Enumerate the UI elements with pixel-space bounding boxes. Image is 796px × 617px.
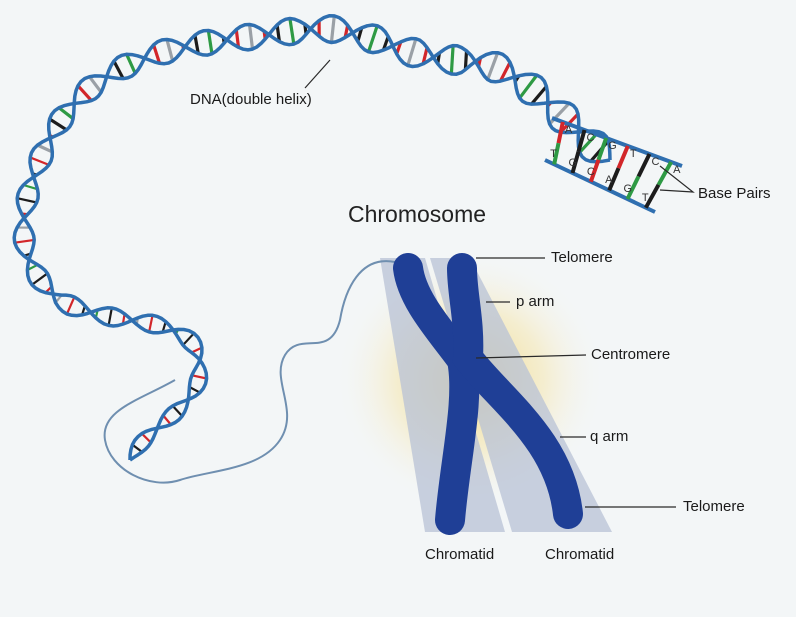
base-pair-rung bbox=[131, 443, 143, 453]
base-letter: A bbox=[673, 164, 681, 176]
dna-backbone-strand-2 bbox=[12, 14, 611, 461]
base-pair-rung bbox=[165, 39, 175, 62]
base-pair-rung bbox=[656, 161, 673, 186]
base-letter: C bbox=[586, 165, 595, 178]
ladder-rail-bottom bbox=[544, 158, 656, 214]
base-pair-rung bbox=[596, 137, 609, 161]
base-pair-rung bbox=[625, 175, 641, 200]
q-arm-label: q arm bbox=[590, 428, 629, 445]
base-pair-rung bbox=[588, 159, 601, 183]
base-pair-rung bbox=[449, 45, 455, 75]
dna-thin-strand bbox=[103, 260, 396, 484]
base-pair-rung bbox=[329, 15, 336, 43]
base-pair-rung bbox=[636, 153, 652, 178]
base-pair-rung bbox=[644, 183, 661, 209]
chromatid-right-label: Chromatid bbox=[545, 546, 615, 563]
p-arm-label: p arm bbox=[516, 293, 555, 310]
base-pair-rung bbox=[29, 156, 50, 166]
base-pair-rung bbox=[234, 29, 241, 48]
base-pair-rung bbox=[498, 61, 512, 82]
base-pair-rung bbox=[57, 106, 75, 120]
base-pair-rung bbox=[288, 18, 296, 45]
base-pair-rung bbox=[570, 150, 581, 174]
base-pair-rung bbox=[421, 47, 429, 65]
base-pair-rung bbox=[206, 30, 214, 55]
base-pair-rung bbox=[191, 374, 207, 380]
base-letter: C bbox=[586, 132, 595, 144]
base-pair-rung bbox=[152, 44, 162, 64]
base-letter: T bbox=[629, 148, 637, 160]
chromatid-right-arm bbox=[447, 253, 583, 529]
base-pair-rung bbox=[65, 296, 76, 315]
leader-lines bbox=[304, 59, 695, 508]
base-pair-rung bbox=[48, 117, 68, 132]
telomere-top-label: Telomere bbox=[551, 249, 613, 266]
base-letter: A bbox=[605, 174, 613, 187]
base-letter: G bbox=[608, 140, 617, 152]
centromere-leader bbox=[475, 354, 587, 359]
base-letter: T bbox=[550, 148, 557, 161]
chromatid-left-label: Chromatid bbox=[425, 546, 495, 563]
dna-leader bbox=[304, 59, 331, 89]
base-letter: T bbox=[641, 191, 649, 204]
base-letter: G bbox=[568, 157, 578, 169]
base-pair-rung bbox=[23, 183, 38, 191]
base-pair-rung bbox=[486, 52, 500, 81]
base-pair-rung bbox=[125, 53, 137, 75]
telomere-bottom-label: Telomere bbox=[683, 498, 745, 515]
base-pair-rung bbox=[275, 24, 282, 42]
base-pair-rung bbox=[31, 272, 49, 286]
base-letter: C bbox=[651, 156, 660, 168]
base-pair-rung bbox=[556, 121, 565, 144]
base-pairs-leader bbox=[659, 165, 695, 193]
base-pair-rung bbox=[366, 25, 379, 53]
base-pair-rung bbox=[107, 307, 113, 326]
chromosome-title: Chromosome bbox=[348, 201, 487, 227]
base-pair-rung bbox=[148, 315, 154, 333]
base-pair-rung bbox=[112, 60, 125, 80]
dna-label: DNA(double helix) bbox=[190, 91, 312, 108]
base-pair-rung bbox=[36, 143, 53, 154]
base-pair-rung bbox=[247, 24, 255, 50]
base-pair-rung bbox=[518, 74, 539, 100]
base-pair-rung bbox=[616, 145, 630, 169]
centromere-label: Centromere bbox=[591, 346, 671, 363]
base-pair-rung bbox=[530, 85, 548, 106]
base-pair-rung bbox=[463, 50, 469, 70]
ladder-rail-top bbox=[551, 116, 683, 168]
base-pair-rung bbox=[576, 129, 587, 153]
base-pair-ladder bbox=[544, 116, 683, 214]
base-pair-rung bbox=[182, 332, 195, 346]
base-pair-rung bbox=[88, 75, 103, 94]
base-pair-rung bbox=[76, 84, 93, 102]
base-pair-rung bbox=[188, 386, 201, 394]
base-pairs-label: Base Pairs bbox=[698, 185, 771, 202]
base-pair-rung bbox=[552, 142, 561, 165]
chromatid-band-left bbox=[380, 258, 505, 532]
base-pair-rung bbox=[141, 432, 152, 444]
base-letter: A bbox=[564, 124, 573, 136]
base-pair-rung bbox=[193, 34, 200, 54]
base-pair-rung bbox=[14, 238, 35, 244]
base-pair-rung bbox=[548, 102, 571, 126]
base-pair-rung bbox=[162, 414, 172, 426]
base-pair-rung bbox=[171, 405, 183, 417]
base-letter: G bbox=[623, 183, 633, 195]
base-pair-rung bbox=[406, 38, 418, 66]
base-pair-rung bbox=[607, 167, 621, 192]
chromosome bbox=[393, 253, 583, 535]
base-pair-rung bbox=[16, 197, 37, 204]
